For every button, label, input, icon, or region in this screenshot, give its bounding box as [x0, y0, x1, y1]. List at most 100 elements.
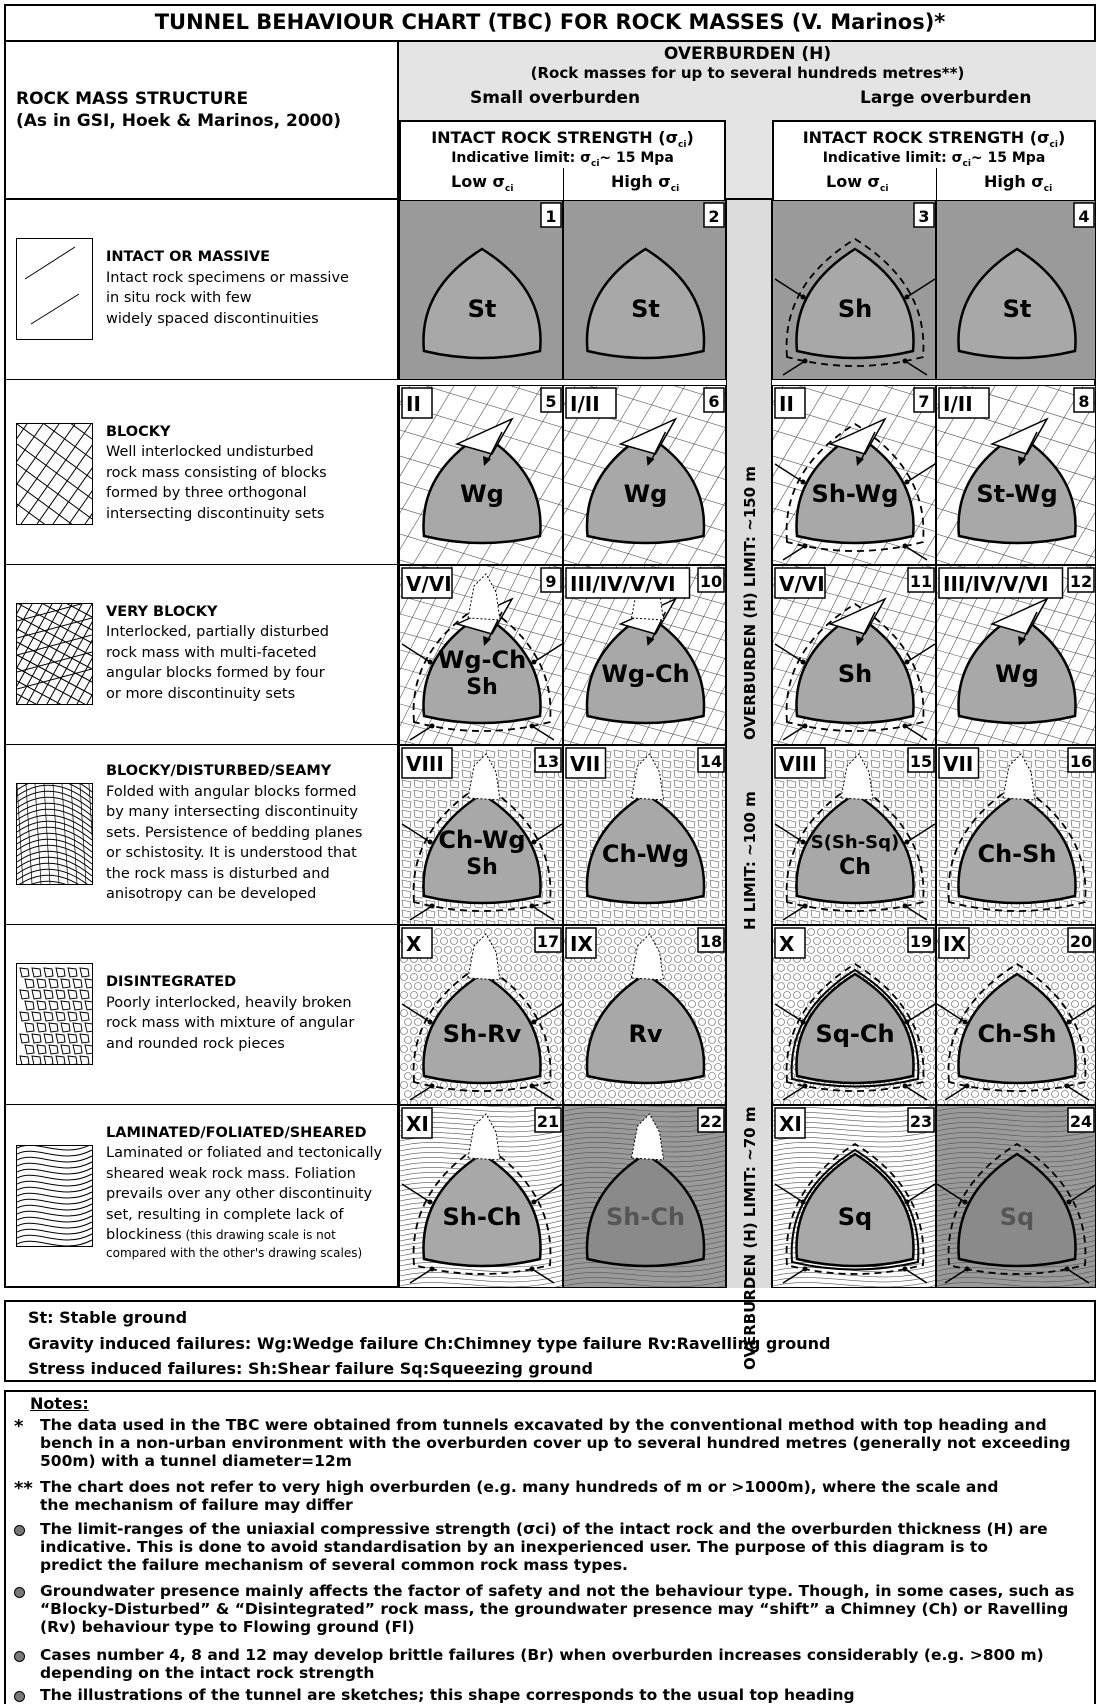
- structure-pattern-icon: [16, 423, 93, 525]
- behaviour-type-label: Sq-Ch: [815, 1020, 894, 1048]
- rock-mass-row: LAMINATED/FOLIATED/SHEAREDLaminated or f…: [4, 1105, 399, 1288]
- rock-class-label: XI: [779, 1112, 802, 1136]
- description-line: Interlocked, partially disturbed: [106, 622, 329, 643]
- behaviour-type-label: Wg: [460, 480, 504, 508]
- description-line: Well interlocked undisturbed: [106, 442, 327, 463]
- behaviour-type-label: S(Sh-Sq): [811, 832, 900, 853]
- description-line: sheared weak rock mass. Foliation: [106, 1164, 382, 1185]
- tunnel-cell-12: III/IV/V/VI12Wg: [936, 565, 1096, 745]
- tunnel-cell-20: IX20Ch-Sh: [936, 925, 1096, 1105]
- case-number: 16: [1070, 752, 1092, 771]
- behaviour-type-label-2: Ch: [839, 855, 871, 880]
- structure-pattern-icon: [16, 783, 93, 885]
- rock-mass-row: BLOCKYWell interlocked undisturbedrock m…: [4, 385, 399, 565]
- tunnel-cell-24: 24Sq: [936, 1105, 1096, 1288]
- rock-class-label: II: [406, 392, 421, 416]
- rock-class-label: V/VI: [406, 572, 452, 596]
- case-number: 15: [910, 752, 932, 771]
- description-line: anisotropy can be developed: [106, 884, 362, 905]
- tunnel-cell-16: VII16Ch-Sh: [936, 745, 1096, 925]
- tunnel-cell-22: 22Sh-Ch: [563, 1105, 726, 1288]
- rock-mass-description: INTACT OR MASSIVEIntact rock specimens o…: [106, 247, 349, 329]
- tunnel-cell-10: III/IV/V/VI 10Wg-Ch: [563, 565, 726, 745]
- note-marker: **: [14, 1478, 33, 1499]
- case-number: 18: [700, 932, 722, 951]
- rock-mass-title: DISINTEGRATED: [106, 972, 354, 993]
- rock-mass-title: VERY BLOCKY: [106, 602, 329, 623]
- case-number: 17: [537, 932, 559, 951]
- case-number: 9: [545, 572, 556, 591]
- description-line: Intact rock specimens or massive: [106, 268, 349, 289]
- description-line: prevails over any other discontinuity: [106, 1184, 382, 1205]
- rock-mass-row: DISINTEGRATEDPoorly interlocked, heavily…: [4, 925, 399, 1105]
- limit-150m-label: OVERBURDEN (H) LIMIT: ~150 m: [741, 466, 759, 740]
- irs-divider: [563, 168, 564, 202]
- rock-mass-title: INTACT OR MASSIVE: [106, 247, 349, 268]
- behaviour-type-label-2: Sh: [466, 675, 498, 700]
- behaviour-type-label-2: Sh: [466, 855, 498, 880]
- behaviour-type-label: Sh: [838, 660, 872, 688]
- tunnel-cell-3: 3Sh: [772, 200, 936, 380]
- behaviour-type-label: St: [1003, 295, 1032, 323]
- rock-mass-title: BLOCKY/DISTURBED/SEAMY: [106, 761, 362, 782]
- tunnel-cell-6: I/II6Wg: [563, 385, 726, 565]
- note-line: The data used in the TBC were obtained f…: [40, 1416, 1080, 1434]
- description-line: by many intersecting discontinuity: [106, 802, 362, 823]
- scale-note: (this drawing scale is not: [182, 1228, 336, 1242]
- rock-class-label: III/IV/V/VI: [570, 572, 676, 596]
- behaviour-type-label: Ch-Wg: [438, 826, 525, 854]
- behaviour-type-label: Sh-Ch: [442, 1203, 521, 1231]
- rock-class-label: II: [779, 392, 794, 416]
- case-number: 10: [700, 572, 722, 591]
- description-line: widely spaced discontinuities: [106, 309, 349, 330]
- irs-limit: Indicative limit: σci~ 15 Mpa: [774, 150, 1094, 169]
- behaviour-type-label: Wg-Ch: [601, 660, 689, 688]
- low-sigma-label: Low σci: [826, 172, 888, 194]
- tunnel-cell-17: X17Sh-Rv: [399, 925, 563, 1105]
- behaviour-type-label: Sh: [838, 295, 872, 323]
- description-line: the rock mass is disturbed and: [106, 864, 362, 885]
- description-line: intersecting discontinuity sets: [106, 504, 327, 525]
- rock-class-label: I/II: [943, 392, 973, 416]
- note-line: the mechanism of failure may differ: [40, 1496, 1080, 1514]
- rock-class-label: XI: [406, 1112, 429, 1136]
- overburden-limit-column: OVERBURDEN (H) LIMIT: ~150 m H LIMIT: ~1…: [726, 200, 772, 1288]
- case-number: 13: [537, 752, 559, 771]
- legend-stress: Stress induced failures: Sh:Shear failur…: [28, 1359, 593, 1378]
- rock-class-label: VIII: [779, 752, 817, 776]
- rock-class-label: I/II: [570, 392, 600, 416]
- case-number: 1: [545, 207, 556, 226]
- behaviour-type-label: Wg: [995, 660, 1039, 688]
- behaviour-type-label: Sq: [1000, 1203, 1034, 1231]
- structure-pattern-icon: [16, 603, 93, 705]
- high-sigma-label: High σci: [984, 172, 1052, 194]
- rock-mass-description: LAMINATED/FOLIATED/SHEAREDLaminated or f…: [106, 1123, 382, 1261]
- structure-pattern-icon: [16, 963, 93, 1065]
- case-number: 5: [545, 392, 556, 411]
- case-number: 20: [1070, 932, 1092, 951]
- rock-mass-title: BLOCKY: [106, 422, 327, 443]
- case-number: 19: [910, 932, 932, 951]
- header-left-line2: (As in GSI, Hoek & Marinos, 2000): [16, 110, 341, 132]
- description-line: rock mass with mixture of angular: [106, 1013, 354, 1034]
- bullet-icon: [14, 1587, 25, 1598]
- note-line: The illustrations of the tunnel are sket…: [40, 1686, 1080, 1704]
- failure-legend: St: Stable ground Gravity induced failur…: [4, 1300, 1096, 1382]
- legend-gravity: Gravity induced failures: Wg:Wedge failu…: [28, 1334, 830, 1353]
- behaviour-type-label: Sh-Ch: [606, 1203, 685, 1231]
- case-number: 4: [1078, 207, 1089, 226]
- rock-class-label: VIII: [406, 752, 444, 776]
- tunnel-cell-15: VIII 15S(Sh-Sq)Ch: [772, 745, 936, 925]
- page-title: TUNNEL BEHAVIOUR CHART (TBC) FOR ROCK MA…: [4, 4, 1096, 42]
- rock-mass-description: VERY BLOCKYInterlocked, partially distur…: [106, 602, 329, 705]
- irs-box-small: INTACT ROCK STRENGTH (σci) Indicative li…: [399, 120, 726, 200]
- note-line: depending on the intact rock strength: [40, 1664, 1080, 1682]
- rock-mass-description: BLOCKY/DISTURBED/SEAMYFolded with angula…: [106, 761, 362, 905]
- note-line: Groundwater presence mainly affects the …: [40, 1582, 1080, 1600]
- tunnel-cell-14: VII14Ch-Wg: [563, 745, 726, 925]
- description-line: or schistosity. It is understood that: [106, 843, 362, 864]
- behaviour-type-label: Rv: [628, 1020, 662, 1048]
- case-number: 23: [910, 1112, 932, 1131]
- behaviour-type-label: St: [631, 295, 660, 323]
- tunnel-cell-21: XI21Sh-Ch: [399, 1105, 563, 1288]
